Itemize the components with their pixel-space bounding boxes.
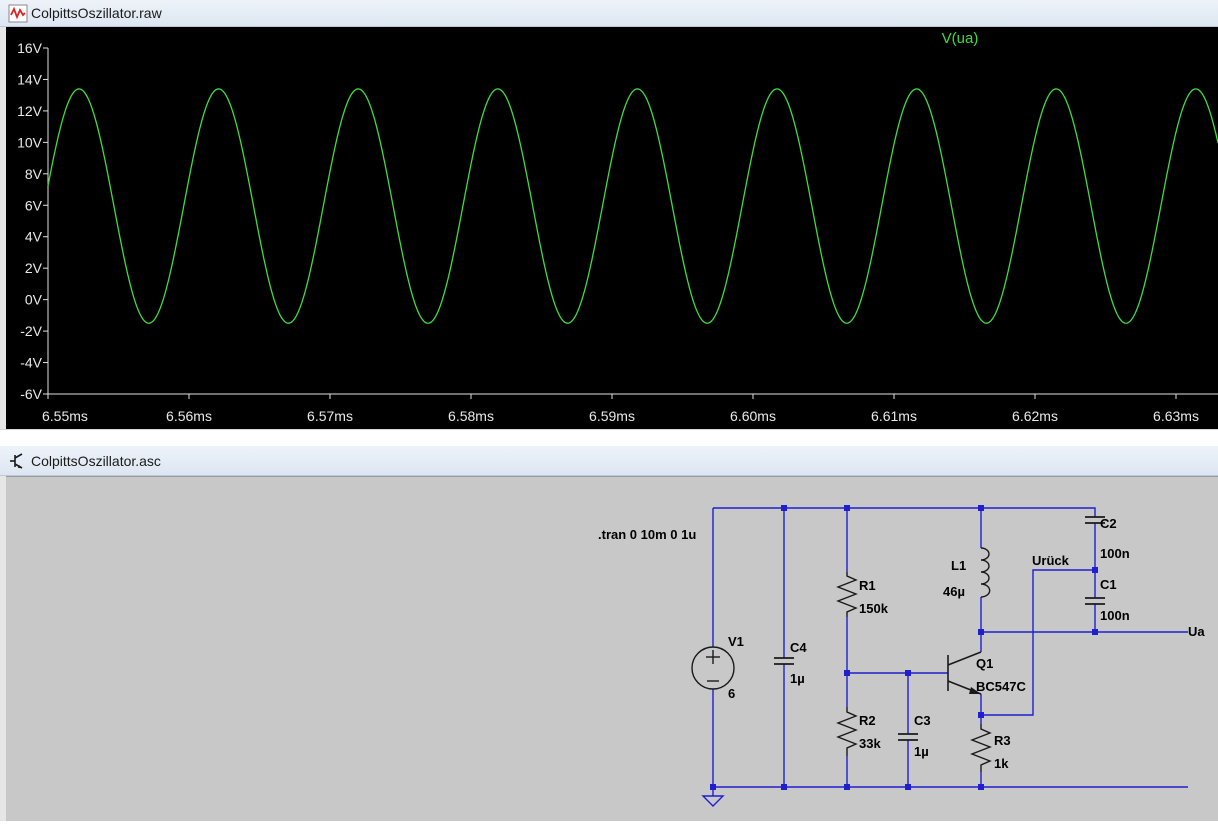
x-tick-label: 6.59ms — [589, 408, 635, 424]
schematic-window-titlebar[interactable]: ColpittsOszillator.asc — [0, 446, 1218, 476]
resistor-r1[interactable] — [836, 572, 858, 617]
label-l1-value: 46µ — [943, 584, 965, 599]
label-q1-name: Q1 — [976, 656, 993, 671]
resistors[interactable] — [836, 572, 992, 772]
x-tick-label: 6.55ms — [42, 408, 88, 424]
label-q1-value: BC547C — [976, 679, 1026, 694]
label-c2-value: 100n — [1100, 546, 1130, 561]
y-tick-group: 16V 14V 12V 10V 8V 6V 4V 2V 0V -2V -4V -6V — [17, 40, 48, 402]
x-tick-label: 6.60ms — [730, 408, 776, 424]
net-label-urueck[interactable]: Urück — [1032, 553, 1070, 568]
label-c4-name: C4 — [790, 640, 807, 655]
junctions — [710, 505, 1098, 790]
window-gap — [0, 429, 1218, 446]
y-tick-label: -2V — [20, 323, 42, 339]
y-tick-label: -4V — [20, 355, 42, 371]
x-tick-label: 6.58ms — [448, 408, 494, 424]
y-tick-label: 4V — [25, 229, 43, 245]
wires[interactable] — [712, 507, 1188, 788]
waveform-window-titlebar[interactable]: ColpittsOszillator.raw — [0, 0, 1218, 27]
transistor-q1[interactable] — [947, 651, 982, 695]
wire-feedback-urueck[interactable] — [981, 569, 1095, 716]
resistor-r3[interactable] — [970, 724, 992, 772]
y-tick-label: 8V — [25, 166, 43, 182]
resistor-r2[interactable] — [836, 707, 858, 756]
schematic-window-title: ColpittsOszillator.asc — [31, 453, 161, 469]
label-v1-value: 6 — [728, 686, 735, 701]
y-tick-label: 2V — [25, 260, 43, 276]
y-tick-label: 10V — [17, 134, 43, 150]
label-r2-name: R2 — [859, 713, 876, 728]
y-tick-label: 14V — [17, 71, 43, 87]
capacitor-c1[interactable] — [1085, 597, 1105, 605]
y-tick-label: 0V — [25, 292, 43, 308]
x-tick-label: 6.57ms — [307, 408, 353, 424]
label-c1-value: 100n — [1100, 608, 1130, 623]
capacitor-c2[interactable] — [1085, 516, 1105, 524]
y-tick-label: 12V — [17, 103, 43, 119]
schematic-icon — [10, 453, 23, 469]
label-l1-name: L1 — [951, 558, 966, 573]
y-tick-label: 16V — [17, 40, 43, 56]
label-v1-name: V1 — [728, 634, 744, 649]
legend-v-ua[interactable]: V(ua) — [942, 30, 979, 47]
label-c4-value: 1µ — [790, 671, 805, 686]
wire-top-rail[interactable] — [713, 507, 1096, 517]
y-tick-label: -6V — [20, 386, 42, 402]
label-c3-value: 1µ — [914, 744, 929, 759]
y-tick-label: 6V — [25, 197, 43, 213]
label-c2-name: C2 — [1100, 516, 1117, 531]
x-tick-label: 6.56ms — [166, 408, 212, 424]
x-tick-group: 6.55ms 6.56ms 6.57ms 6.58ms 6.59ms 6.60ms 6.61… — [42, 394, 1199, 424]
capacitors[interactable] — [774, 516, 1105, 741]
waveform-window-title: ColpittsOszillator.raw — [31, 5, 162, 21]
capacitor-c4[interactable] — [774, 657, 794, 665]
capacitor-c3[interactable] — [898, 733, 918, 741]
label-r1-name: R1 — [859, 578, 876, 593]
window-frame-edge — [0, 27, 6, 821]
label-c3-name: C3 — [914, 713, 931, 728]
waveform-icon — [8, 4, 28, 23]
voltage-source-v1[interactable] — [691, 646, 735, 690]
schematic-canvas[interactable]: .tran 0 10m 0 1u V1 6 C4 1µ R1 150k R2 3… — [6, 476, 1218, 821]
label-r3-value: 1k — [994, 756, 1009, 771]
label-r2-value: 33k — [859, 736, 881, 751]
net-label-ua[interactable]: Ua — [1188, 624, 1205, 639]
trace-v-ua[interactable] — [47, 88, 1218, 324]
schematic-drawing[interactable]: .tran 0 10m 0 1u V1 6 C4 1µ R1 150k R2 3… — [6, 477, 1218, 822]
x-tick-label: 6.62ms — [1012, 408, 1058, 424]
label-r1-value: 150k — [859, 601, 889, 616]
inductor-l1[interactable] — [980, 547, 991, 598]
label-c1-name: C1 — [1100, 577, 1117, 592]
label-r3-name: R3 — [994, 733, 1011, 748]
spice-directive[interactable]: .tran 0 10m 0 1u — [598, 527, 696, 542]
x-tick-label: 6.63ms — [1153, 408, 1199, 424]
x-tick-label: 6.61ms — [871, 408, 917, 424]
